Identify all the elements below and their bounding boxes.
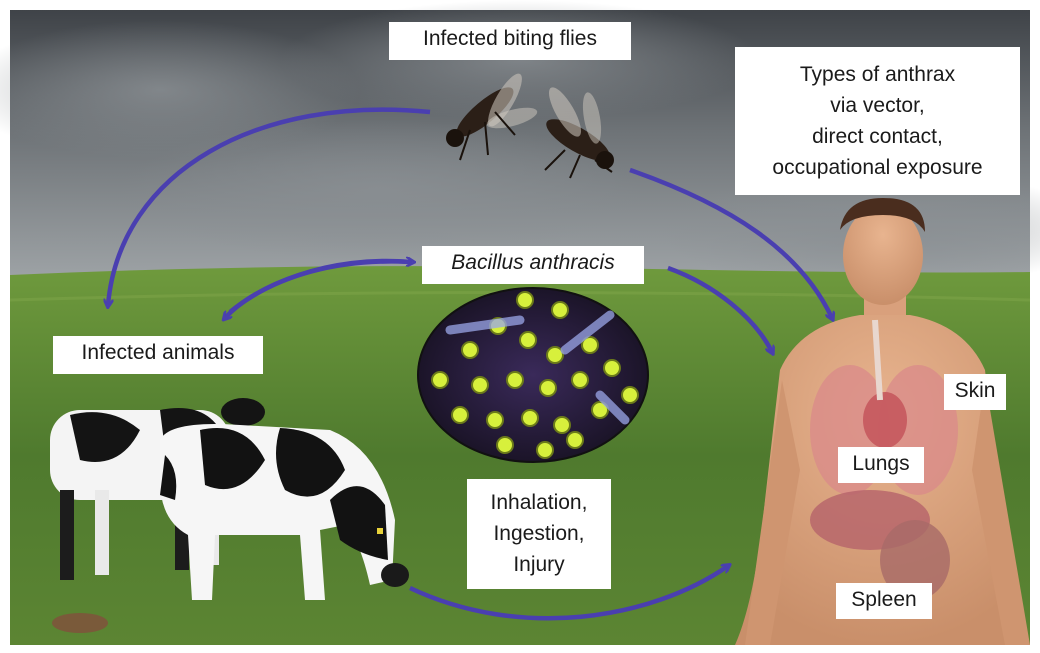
- spore: [432, 372, 448, 388]
- spore: [567, 432, 583, 448]
- label-spleen: Spleen: [836, 583, 932, 619]
- spore: [517, 292, 533, 308]
- spore: [622, 387, 638, 403]
- spore: [537, 442, 553, 458]
- label-skin: Skin: [944, 374, 1006, 410]
- anthrax-types-line-3: direct contact,: [745, 121, 1010, 152]
- anthrax-types-line-4: occupational exposure: [745, 152, 1010, 183]
- label-infected-flies: Infected biting flies: [389, 22, 631, 60]
- spore: [497, 437, 513, 453]
- label-bacillus-anthracis: Bacillus anthracis: [422, 246, 644, 284]
- spore: [472, 377, 488, 393]
- anthrax-types-line-2: via vector,: [745, 90, 1010, 121]
- spore: [540, 380, 556, 396]
- spore: [507, 372, 523, 388]
- spore: [522, 410, 538, 426]
- spore: [604, 360, 620, 376]
- dirt-patch: [52, 613, 108, 633]
- spore: [572, 372, 588, 388]
- label-infected-animals: Infected animals: [53, 336, 263, 374]
- label-exposure-routes: Inhalation, Ingestion, Injury: [467, 479, 611, 589]
- spore: [462, 342, 478, 358]
- heart: [863, 392, 907, 448]
- label-lungs: Lungs: [838, 447, 924, 483]
- label-anthrax-types: Types of anthrax via vector, direct cont…: [735, 47, 1020, 195]
- route-line-2: Ingestion,: [477, 518, 601, 549]
- spore: [552, 302, 568, 318]
- spore: [452, 407, 468, 423]
- spore: [554, 417, 570, 433]
- spore: [487, 412, 503, 428]
- route-line-1: Inhalation,: [477, 487, 601, 518]
- spore: [520, 332, 536, 348]
- anthrax-types-line-1: Types of anthrax: [745, 59, 1010, 90]
- bacillus-micrograph: [418, 288, 648, 462]
- route-line-3: Injury: [477, 549, 601, 580]
